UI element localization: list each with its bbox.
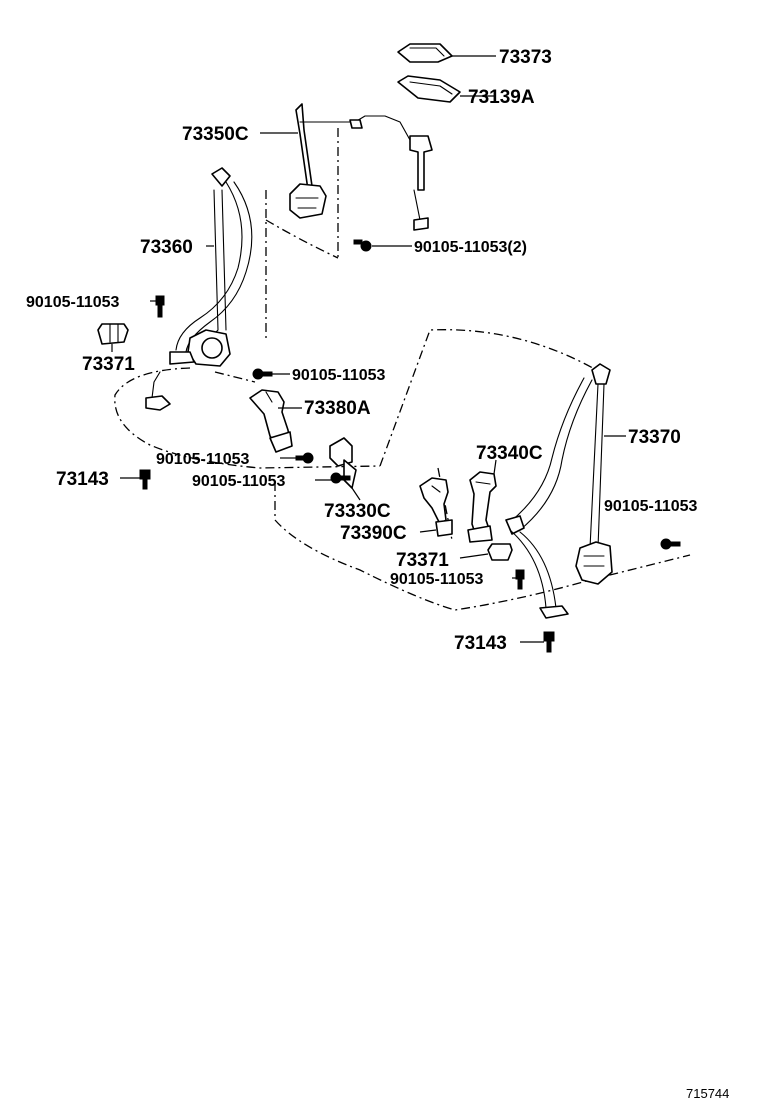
- label-90105-11053-right-lower: 90105-11053: [390, 571, 484, 588]
- label-73360: 73360: [140, 237, 193, 258]
- label-90105-11053-buckle: 90105-11053: [156, 451, 250, 468]
- bolt-90105-a: [353, 239, 372, 252]
- label-73373: 73373: [499, 47, 552, 68]
- part-73380a-buckle: [249, 389, 293, 453]
- bolt-90105-b: [155, 295, 165, 318]
- label-73143-left: 73143: [56, 469, 109, 490]
- label-90105-11053-center: 90105-11053: [292, 367, 386, 384]
- part-73390c-tongue: [419, 477, 453, 537]
- part-73340c-buckle: [467, 471, 497, 543]
- label-73371-right: 73371: [396, 550, 449, 571]
- part-73371-left-bracket: [97, 323, 129, 345]
- label-90105-11053-left: 90105-11053: [26, 294, 120, 311]
- label-73330c: 73330C: [324, 501, 391, 522]
- label-90105-11053-right: 90105-11053: [604, 498, 698, 515]
- part-73139a-cover: [397, 75, 461, 103]
- part-73330c-buckle: [329, 437, 357, 489]
- label-73143-right: 73143: [454, 633, 507, 654]
- label-73380a: 73380A: [304, 398, 371, 419]
- bolt-90105-c: [252, 368, 273, 380]
- bolt-90105-d: [295, 452, 314, 464]
- label-90105-11053-2: 90105-11053(2): [414, 239, 527, 256]
- bolt-90105-g: [515, 569, 525, 590]
- leader-lines: [111, 55, 626, 643]
- label-73370: 73370: [628, 427, 681, 448]
- label-73340c: 73340C: [476, 443, 543, 464]
- part-73360-left-belt: [169, 167, 253, 367]
- label-73390c: 73390C: [340, 523, 407, 544]
- bolt-73143-right: [543, 631, 555, 653]
- part-73350c-center-belt: [289, 103, 433, 231]
- part-73373-cover: [397, 43, 453, 63]
- bolt-73143-left: [139, 469, 151, 490]
- bolt-90105-e: [330, 472, 351, 484]
- label-73371-left: 73371: [82, 354, 135, 375]
- part-left-lower-anchor: [145, 371, 171, 411]
- bolts: [139, 239, 681, 653]
- label-73350c: 73350C: [182, 124, 249, 145]
- label-73139a: 73139A: [468, 87, 535, 108]
- part-73371-right-bracket: [487, 543, 513, 561]
- label-90105-11053-lower: 90105-11053: [192, 473, 286, 490]
- part-73370-right-belt: [505, 363, 613, 619]
- bolt-90105-f: [660, 538, 681, 550]
- figure-id: 715744: [686, 1086, 729, 1101]
- part-labels: 73373 73139A 73350C 90105-11053(2) 73360…: [26, 47, 698, 654]
